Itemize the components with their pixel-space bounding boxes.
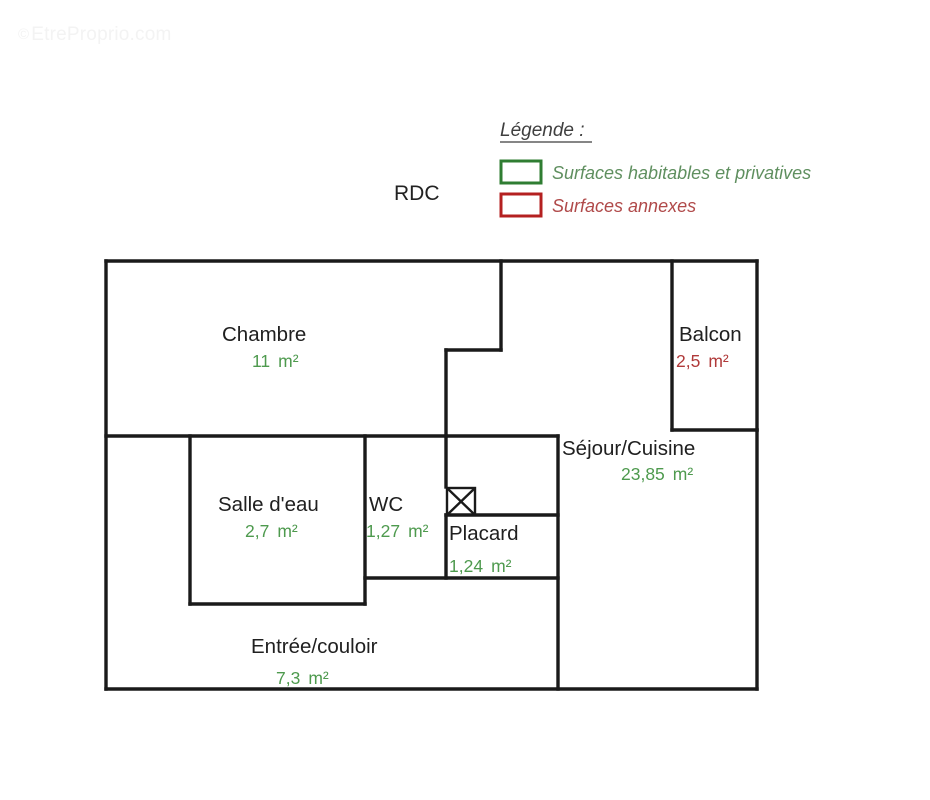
floor-label: RDC	[394, 182, 440, 205]
room-name-balcon: Balcon	[679, 323, 742, 346]
legend-item-annexe: Surfaces annexes	[499, 192, 696, 218]
legend-swatch-green-icon	[499, 159, 543, 185]
legend: Légende : Surfaces habitables et privati…	[499, 120, 811, 218]
placard-door-crossed-square-icon	[445, 486, 477, 517]
legend-label-annexe: Surfaces annexes	[552, 196, 696, 216]
copyright-icon: ©	[18, 26, 30, 43]
legend-label-habitable: Surfaces habitables et privatives	[552, 163, 811, 183]
legend-swatch-red-icon	[499, 192, 543, 218]
room-name-salle-deau: Salle d'eau	[218, 493, 319, 516]
room-name-wc: WC	[369, 493, 403, 516]
room-name-sejour-cuisine: Séjour/Cuisine	[562, 437, 695, 460]
legend-item-habitable: Surfaces habitables et privatives	[499, 159, 811, 185]
watermark-text: EtreProprio.com	[31, 24, 172, 45]
watermark: ©EtreProprio.com	[18, 24, 172, 46]
room-name-placard: Placard	[449, 522, 519, 545]
walls	[104, 259, 759, 691]
room-name-entree-couloir: Entrée/couloir	[251, 635, 378, 658]
legend-title: Légende :	[500, 120, 585, 141]
room-name-chambre: Chambre	[222, 323, 306, 346]
